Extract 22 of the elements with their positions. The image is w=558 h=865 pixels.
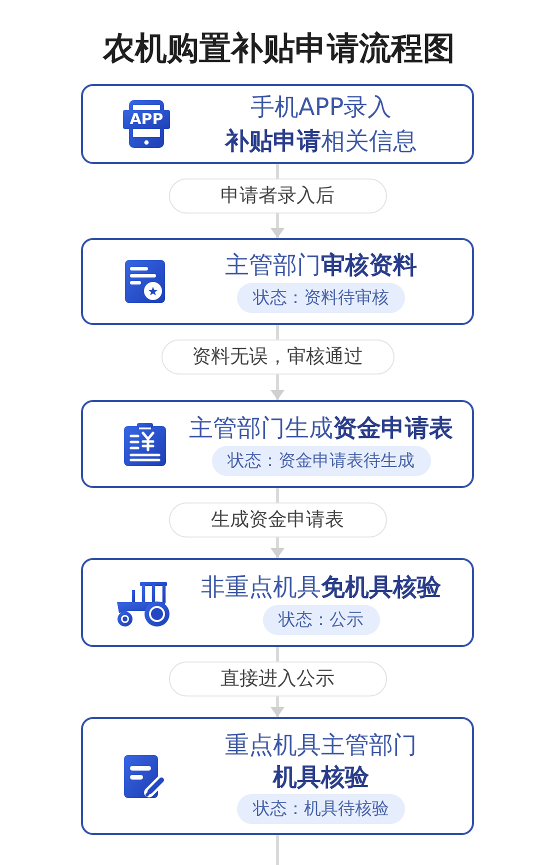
step-title: 手机APP录入 (250, 92, 392, 123)
diagram-title: 农机购置补贴申请流程图 (102, 28, 456, 68)
step-title: 非重点机具免机具核验 (201, 572, 441, 603)
step-title: 主管部门审核资料 (225, 250, 417, 281)
edge-label: 申请者录入后 (168, 178, 386, 214)
step-title: 主管部门生成资金申请表 (189, 413, 453, 444)
icon-label: APP (128, 110, 164, 129)
step-box (81, 717, 474, 835)
step-box (81, 400, 474, 488)
status-tag: 状态：资金申请表待生成 (212, 446, 430, 476)
edge-label: 生成资金申请表 (168, 502, 386, 538)
edge-label: 直接进入公示 (168, 662, 386, 696)
edge-label: 资料无误，审核通过 (161, 340, 394, 374)
status-tag: 状态：公示 (262, 605, 380, 635)
step-title: 重点机具主管部门机具核验 (224, 730, 418, 793)
step-box (81, 558, 474, 647)
step-title: 补贴申请相关信息 (225, 126, 417, 157)
step-box (81, 84, 474, 164)
step-box (81, 238, 474, 325)
status-tag: 状态：资料待审核 (237, 283, 405, 313)
status-tag: 状态：机具待核验 (237, 794, 405, 824)
connector-line (276, 835, 279, 865)
